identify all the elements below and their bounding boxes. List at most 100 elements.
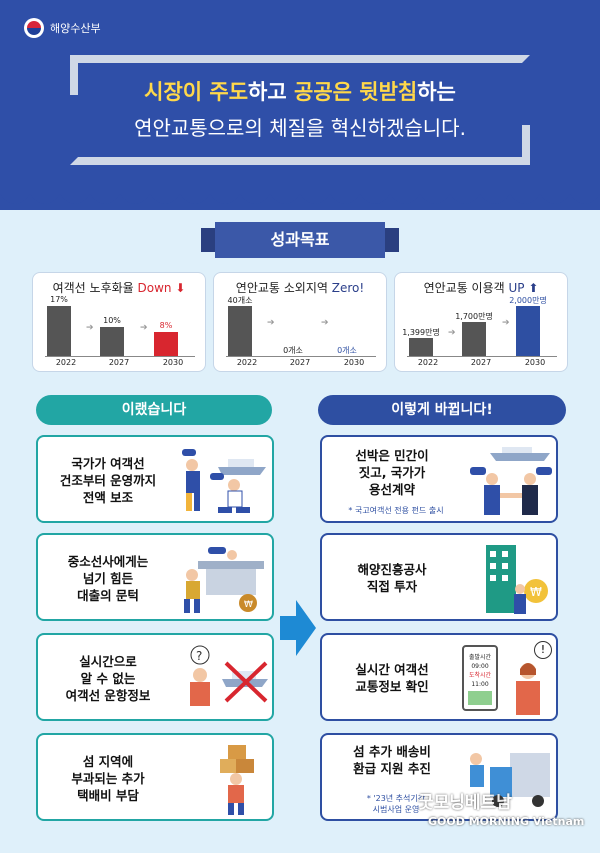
chevron-right-icon: ➔ [448, 328, 456, 338]
year-2027: 2027 [470, 358, 492, 367]
before-text: 중소선사에게는 넘기 힘든 대출의 문턱 [67, 554, 149, 603]
card-title: 연안교통 이용객 UP ⬆ [395, 279, 567, 296]
svg-text:?: ? [196, 649, 202, 663]
before-text: 실시간으로 알 수 없는 여객선 운항정보 [65, 654, 151, 703]
phone-departure-time: 09:00 [471, 663, 489, 670]
direct-investment-illustration: ₩ [486, 545, 548, 614]
after-subnote: * 국고여객선 전용 펀드 출시 [348, 506, 444, 515]
transition-arrow-icon [280, 600, 316, 656]
year-2030: 2030 [162, 358, 184, 367]
delivery-burden-illustration [220, 745, 254, 815]
after-text: 섬 추가 배송비 환급 지원 추진 [353, 744, 431, 776]
bar-2022 [47, 306, 71, 356]
card-title-accent: Down [137, 281, 172, 295]
bar-label-2022: 17% [50, 295, 68, 304]
ship-subsidy-illustration [182, 449, 266, 513]
before-item-3: 실시간으로 알 수 없는 여객선 운항정보 ? [36, 633, 274, 721]
bar-2027 [462, 321, 486, 356]
chart-baseline [45, 356, 195, 357]
card-title-accent: Zero! [331, 281, 365, 295]
after-text: 해양진흥공사 직접 투자 [357, 562, 427, 594]
bar-2027 [100, 326, 124, 356]
watermark-english: GOOD MORNING Vietnam [428, 815, 585, 828]
card-title-accent: UP [508, 281, 525, 295]
map-icon [468, 691, 492, 705]
after-item-3: 실시간 여객선 교통정보 확인 출발시간 09:00 도착시간 11:00 ! [320, 633, 558, 721]
no-info-illustration: ? [190, 645, 268, 706]
year-2030: 2030 [343, 358, 365, 367]
goal-card-underserved: 연안교통 소외지역 Zero! 40개소 0개소 0개소 2022 2027 2… [213, 272, 387, 372]
down-arrow-icon: ⬇ [171, 281, 186, 295]
chart-baseline [226, 356, 376, 357]
card-title: 여객선 노후화율 Down ⬇ [33, 279, 205, 296]
up-arrow-icon: ⬆ [524, 281, 539, 295]
after-text: 선박은 민간이 짓고, 국가가 용선계약 [355, 448, 429, 497]
headline-line1: 시장이 주도하고 공공은 뒷받침하는 [0, 76, 600, 106]
bar-2030 [154, 332, 178, 356]
bar-2022 [409, 338, 433, 356]
bar-label-2030: 0개소 [337, 346, 357, 355]
after-item-2: 해양진흥공사 직접 투자 ₩ [320, 533, 558, 621]
bar-2030 [516, 306, 540, 356]
loan-barrier-illustration: ₩ [184, 547, 264, 613]
delivery-truck-illustration [470, 753, 550, 807]
alert-icon: ! [534, 641, 552, 659]
before-item-2: 중소선사에게는 넘기 힘든 대출의 문턱 ₩ [36, 533, 274, 621]
chevron-right-icon: ➔ [267, 318, 275, 328]
bar-label-2027: 1,700만명 [455, 311, 493, 321]
bar-label-2030: 2,000만명 [509, 296, 547, 305]
after-section-label: 이렇게 바뀝니다! [318, 395, 566, 425]
bar-label-2027: 0개소 [283, 346, 303, 355]
before-text: 국가가 여객선 건조부터 운영까지 전액 보조 [59, 456, 157, 505]
goal-ribbon: 성과목표 [201, 222, 399, 258]
headline-highlight-2: 공공은 뒷받침 [294, 80, 418, 104]
card-title-main: 여객선 노후화율 [52, 281, 138, 295]
bar-label-2027: 10% [103, 315, 121, 325]
goal-card-aging: 여객선 노후화율 Down ⬇ 17% 10% 8% 2022 2027 203… [32, 272, 206, 372]
phone-icon: 출발시간 09:00 도착시간 11:00 [462, 645, 498, 711]
card-title: 연안교통 소외지역 Zero! [214, 279, 386, 296]
svg-text:₩: ₩ [530, 585, 542, 599]
headline-text-1: 하고 [248, 80, 294, 104]
phone-arrival-label: 도착시간 [468, 672, 492, 679]
year-2027: 2027 [289, 358, 311, 367]
chevron-right-icon: ➔ [321, 318, 329, 328]
bar-2022 [228, 306, 252, 356]
header-wave [0, 180, 600, 204]
bar-label-2022: 1,399만명 [402, 328, 440, 337]
watermark-korean: 굿모닝베트남 [418, 793, 512, 813]
ministry-name: 해양수산부 [50, 22, 101, 35]
after-item-4: 섬 추가 배송비 환급 지원 추진 * '23년 추석기간 시범사업 운영 [320, 733, 558, 821]
chart-baseline [407, 356, 557, 357]
phone-arrival-time: 11:00 [471, 681, 489, 688]
taegeuk-icon [24, 18, 44, 38]
phone-departure-label: 출발시간 [468, 654, 492, 661]
card-title-main: 연안교통 소외지역 [235, 281, 332, 295]
before-text: 섬 지역에 부과되는 추가 택배비 부담 [71, 754, 145, 803]
year-2022: 2022 [417, 358, 439, 367]
before-item-1: 국가가 여객선 건조부터 운영까지 전액 보조 [36, 435, 274, 523]
woman-illustration [516, 663, 540, 715]
after-item-1: 선박은 민간이 짓고, 국가가 용선계약 * 국고여객선 전용 펀드 출시 [320, 435, 558, 523]
headline-highlight-1: 시장이 주도 [144, 80, 249, 104]
year-2027: 2027 [108, 358, 130, 367]
headline-text-2: 하는 [417, 80, 456, 104]
card-title-main: 연안교통 이용객 [423, 281, 509, 295]
svg-text:₩: ₩ [244, 600, 253, 610]
year-2022: 2022 [55, 358, 77, 367]
before-item-4: 섬 지역에 부과되는 추가 택배비 부담 [36, 733, 274, 821]
headline-line2: 연안교통으로의 체질을 혁신하겠습니다. [134, 116, 466, 140]
year-2030: 2030 [524, 358, 546, 367]
chevron-right-icon: ➔ [502, 318, 510, 328]
before-section-label: 이랬습니다 [36, 395, 272, 425]
title-frame [70, 55, 530, 165]
after-subnote: * '23년 추석기간 시범사업 운영 [366, 794, 426, 814]
charter-contract-illustration [470, 447, 552, 515]
ministry-logo: 해양수산부 [24, 18, 101, 38]
header-banner [0, 0, 600, 210]
goal-card-passengers: 연안교통 이용객 UP ⬆ 1,399만명 1,700만명 2,000만명 20… [394, 272, 568, 372]
chevron-right-icon: ➔ [86, 323, 94, 333]
after-text: 실시간 여객선 교통정보 확인 [355, 662, 429, 694]
chevron-right-icon: ➔ [140, 323, 148, 333]
year-2022: 2022 [236, 358, 258, 367]
